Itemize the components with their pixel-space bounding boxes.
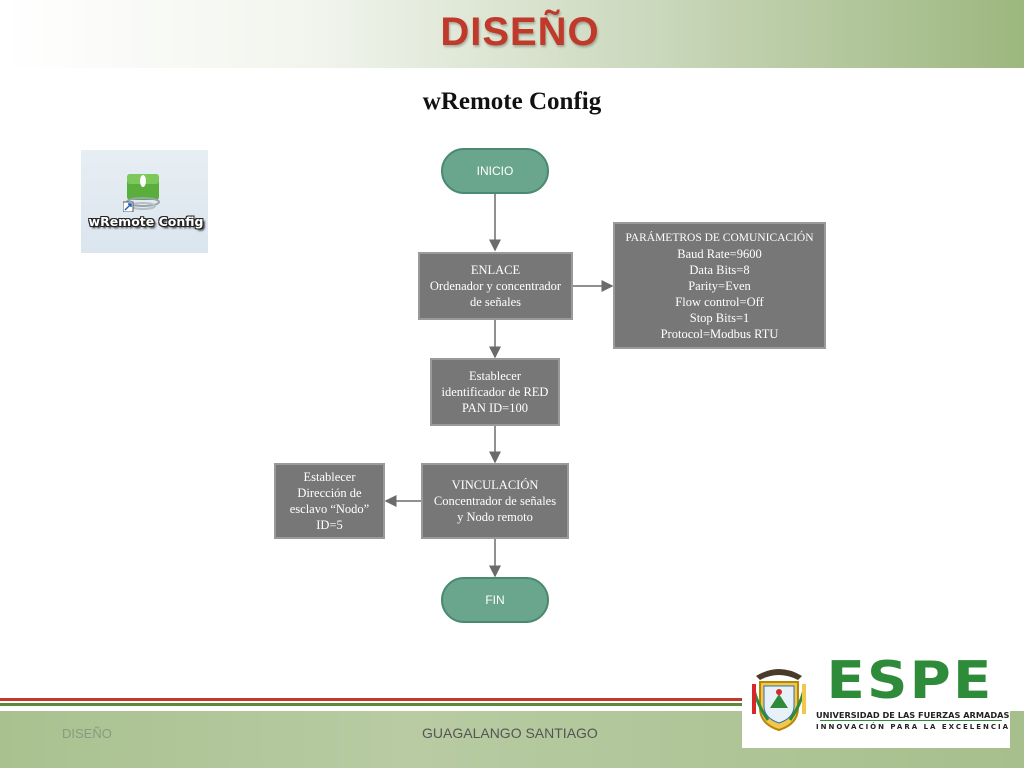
esclavo-line: ID=5 <box>316 518 343 532</box>
enlace-line: ENLACE <box>470 263 521 277</box>
vinculacion-line: Concentrador de señales <box>433 494 557 508</box>
parametros-line: Protocol=Modbus RTU <box>660 326 779 341</box>
esclavo-line: esclavo “Nodo” <box>289 502 370 516</box>
enlace-line: Ordenador y concentrador <box>429 279 562 293</box>
slide-title: DISEÑO <box>440 10 600 54</box>
parametros-line: Parity=Even <box>688 278 751 293</box>
footer-author: GUAGALANGO SANTIAGO <box>422 725 598 741</box>
flow-box-esclavo: Establecer Dirección de esclavo “Nodo” I… <box>274 463 385 539</box>
parametros-line: PARÁMETROS DE COMUNICACIÓN <box>625 231 814 244</box>
red-line: identificador de RED <box>441 385 549 399</box>
logo-motto: INNOVACIÓN PARA LA EXCELENCIA <box>816 723 1011 731</box>
flow-box-parametros: PARÁMETROS DE COMUNICACIÓN Baud Rate=960… <box>613 222 826 349</box>
university-crest-icon <box>752 669 806 732</box>
logo-university-name: UNIVERSIDAD DE LAS FUERZAS ARMADAS <box>816 710 1010 720</box>
slide-subtitle: wRemote Config <box>422 88 602 115</box>
vinculacion-line: VINCULACIÓN <box>451 478 539 492</box>
parametros-line: Stop Bits=1 <box>689 310 750 325</box>
parametros-line: Data Bits=8 <box>689 262 750 277</box>
logo-wordmark: ESPE <box>826 651 994 711</box>
wremote-config-shortcut[interactable]: wRemote Config <box>81 150 208 253</box>
header-band <box>0 0 1024 68</box>
red-line: PAN ID=100 <box>462 401 528 415</box>
vinculacion-line: y Nodo remoto <box>457 510 533 524</box>
flow-step-red: Establecer identificador de RED PAN ID=1… <box>430 358 560 426</box>
fin-label: FIN <box>485 593 505 607</box>
flow-start-inicio: INICIO <box>441 148 549 194</box>
footer-section-label: DISEÑO <box>62 726 112 741</box>
esclavo-line: Dirección de <box>297 486 362 500</box>
espe-logo: ESPE UNIVERSIDAD DE LAS FUERZAS ARMADAS … <box>742 652 1010 748</box>
logo-divider <box>820 720 1002 721</box>
app-icon-label: wRemote Config <box>88 214 204 229</box>
footer-stripes <box>0 698 760 708</box>
flow-step-enlace: ENLACE Ordenador y concentrador de señal… <box>418 252 573 320</box>
enlace-line: de señales <box>469 295 522 309</box>
flow-step-vinculacion: VINCULACIÓN Concentrador de señales y No… <box>421 463 569 539</box>
red-line: Establecer <box>468 369 522 383</box>
flow-end-fin: FIN <box>441 577 549 623</box>
inicio-label: INICIO <box>476 164 514 178</box>
parametros-line: Flow control=Off <box>675 294 764 309</box>
wremote-config-app-icon <box>123 174 160 212</box>
esclavo-line: Establecer <box>303 470 356 484</box>
parametros-line: Baud Rate=9600 <box>677 246 762 261</box>
